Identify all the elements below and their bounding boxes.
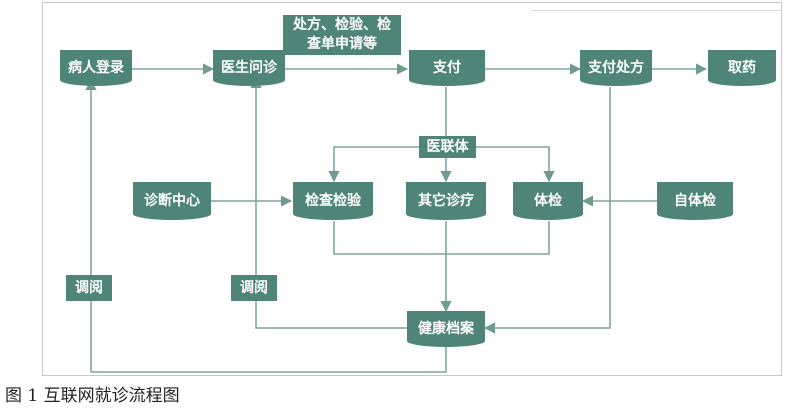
edge-alliance-left [328, 146, 419, 183]
node-pay-prescription: 支付处方 [580, 50, 652, 86]
node-diagnosis-center: 诊断中心 [133, 182, 211, 220]
node-self-exam: 自体检 [657, 182, 733, 220]
node-access-left: 调阅 [66, 275, 112, 301]
node-physical-exam: 体检 [513, 182, 583, 220]
frame-top-strip [532, 2, 782, 11]
edge-record-to-login [85, 78, 447, 373]
node-alliance: 医联体 [419, 136, 476, 158]
edge-bottom-merge [333, 221, 550, 255]
node-doctor-consult: 医生问诊 [213, 50, 285, 86]
node-patient-login: 病人登录 [60, 50, 132, 86]
node-health-record: 健康档案 [407, 311, 485, 347]
figure-caption: 图 1 互联网就诊流程图 [5, 386, 180, 406]
edge-alliance-right [476, 146, 555, 183]
node-exam-lab: 检查检验 [293, 182, 373, 220]
diagram-frame [42, 2, 782, 376]
edge-payrx-to-record [483, 87, 611, 334]
edge-record-to-consult [250, 76, 407, 329]
node-prescription: 处方、检验、检查单申请等 [283, 15, 401, 55]
node-access-mid: 调阅 [231, 275, 277, 301]
node-other-treatment: 其它诊疗 [406, 182, 486, 220]
node-pay: 支付 [409, 50, 485, 86]
node-take-medicine: 取药 [708, 50, 776, 86]
